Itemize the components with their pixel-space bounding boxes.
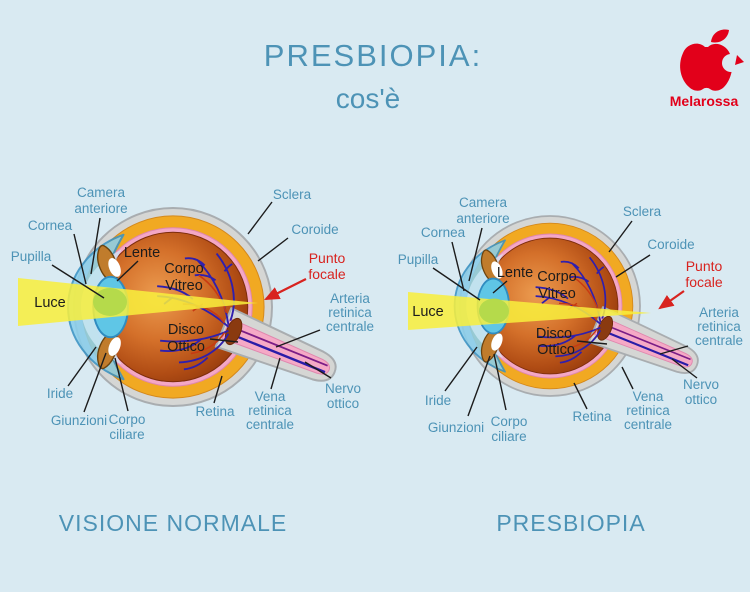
page-subtitle: cos'è <box>336 83 401 114</box>
label-arteria-1-normal: Arteria <box>330 291 370 306</box>
label-camera-anteriore-1-presbyopia: Camera <box>459 195 508 210</box>
label-corpo-ciliare-2-presbyopia: ciliare <box>491 429 526 444</box>
label-nervo-2-normal: ottico <box>327 396 359 411</box>
label-disco-ottico-1-presbyopia: Disco <box>536 326 572 342</box>
label-arteria-1-presbyopia: Arteria <box>699 305 739 320</box>
diagram-presbiopia: Camera anteriore Cornea Pupilla Luce Len… <box>398 195 743 444</box>
label-coroide-normal: Coroide <box>291 222 338 237</box>
label-corpo-vitreo-1-presbyopia: Corpo <box>537 269 577 285</box>
label-vena-1-normal: Vena <box>255 389 286 404</box>
label-iride-presbyopia: Iride <box>425 393 451 408</box>
label-giunzioni-presbyopia: Giunzioni <box>428 420 484 435</box>
focal-arrow-normal <box>264 278 307 300</box>
label-giunzioni-normal: Giunzioni <box>51 413 107 428</box>
lens-highlight-normal <box>93 288 127 316</box>
label-disco-ottico-2-normal: Ottico <box>167 339 205 355</box>
label-retina-presbyopia: Retina <box>572 409 612 424</box>
label-corpo-vitreo-2-presbyopia: Vitreo <box>538 286 576 302</box>
label-cornea-presbyopia: Cornea <box>421 225 466 240</box>
label-arteria-3-normal: centrale <box>326 319 374 334</box>
apple-icon <box>680 43 733 91</box>
label-coroide-presbyopia: Coroide <box>647 237 694 252</box>
label-lente-normal: Lente <box>124 245 160 261</box>
label-arteria-3-presbyopia: centrale <box>695 333 743 348</box>
label-punto-focale-1-presbyopia: Punto <box>686 258 723 274</box>
apple-leaf-icon <box>711 29 729 43</box>
label-pupilla-normal: Pupilla <box>11 249 52 264</box>
label-punto-focale-2-presbyopia: focale <box>685 274 723 290</box>
label-corpo-ciliare-1-presbyopia: Corpo <box>491 414 528 429</box>
label-nervo-2-presbyopia: ottico <box>685 392 717 407</box>
label-luce-normal: Luce <box>34 295 65 311</box>
focal-arrow-presbyopia <box>658 290 685 310</box>
label-disco-ottico-2-presbyopia: Ottico <box>537 342 575 358</box>
diagram-visione-normale: Camera anteriore Cornea Pupilla Luce Len… <box>11 185 374 442</box>
label-camera-anteriore-1-normal: Camera <box>77 185 126 200</box>
label-vena-3-normal: centrale <box>246 417 294 432</box>
label-camera-anteriore-2-normal: anteriore <box>74 201 127 216</box>
label-vena-1-presbyopia: Vena <box>633 389 664 404</box>
label-sclera-presbyopia: Sclera <box>623 204 662 219</box>
apple-bite <box>722 54 740 72</box>
label-corpo-vitreo-1-normal: Corpo <box>164 261 204 277</box>
label-vena-3-presbyopia: centrale <box>624 417 672 432</box>
label-camera-anteriore-2-presbyopia: anteriore <box>456 211 509 226</box>
label-corpo-ciliare-1-normal: Corpo <box>109 412 146 427</box>
caption-visione-normale: VISIONE NORMALE <box>59 510 287 536</box>
label-pupilla-presbyopia: Pupilla <box>398 252 439 267</box>
label-arteria-2-normal: retinica <box>328 305 372 320</box>
page-title: PRESBIOPIA: <box>264 38 482 73</box>
pointer-lines-normal <box>51 201 332 413</box>
light-beam-normal <box>18 278 258 326</box>
caption-presbiopia: PRESBIOPIA <box>496 510 645 536</box>
label-corpo-ciliare-2-normal: ciliare <box>109 427 144 442</box>
label-punto-focale-1-normal: Punto <box>309 250 346 266</box>
label-cornea-normal: Cornea <box>28 218 73 233</box>
apple-crumb <box>735 55 744 65</box>
label-luce-presbyopia: Luce <box>412 304 443 320</box>
label-retina-normal: Retina <box>195 404 235 419</box>
label-iride-normal: Iride <box>47 386 73 401</box>
label-vena-2-presbyopia: retinica <box>626 403 670 418</box>
label-vena-2-normal: retinica <box>248 403 292 418</box>
light-beam-presbyopia <box>408 292 651 330</box>
label-arteria-2-presbyopia: retinica <box>697 319 741 334</box>
label-sclera-normal: Sclera <box>273 187 312 202</box>
pointer-lines-presbyopia <box>432 220 698 417</box>
brand-name: Melarossa <box>670 93 739 109</box>
melarossa-logo: Melarossa <box>670 29 744 109</box>
label-lente-presbyopia: Lente <box>497 265 533 281</box>
label-disco-ottico-1-normal: Disco <box>168 322 204 338</box>
label-nervo-1-presbyopia: Nervo <box>683 377 719 392</box>
label-corpo-vitreo-2-normal: Vitreo <box>165 278 203 294</box>
label-punto-focale-2-normal: focale <box>308 266 346 282</box>
label-nervo-1-normal: Nervo <box>325 381 361 396</box>
lens-highlight-presbyopia <box>479 298 509 324</box>
